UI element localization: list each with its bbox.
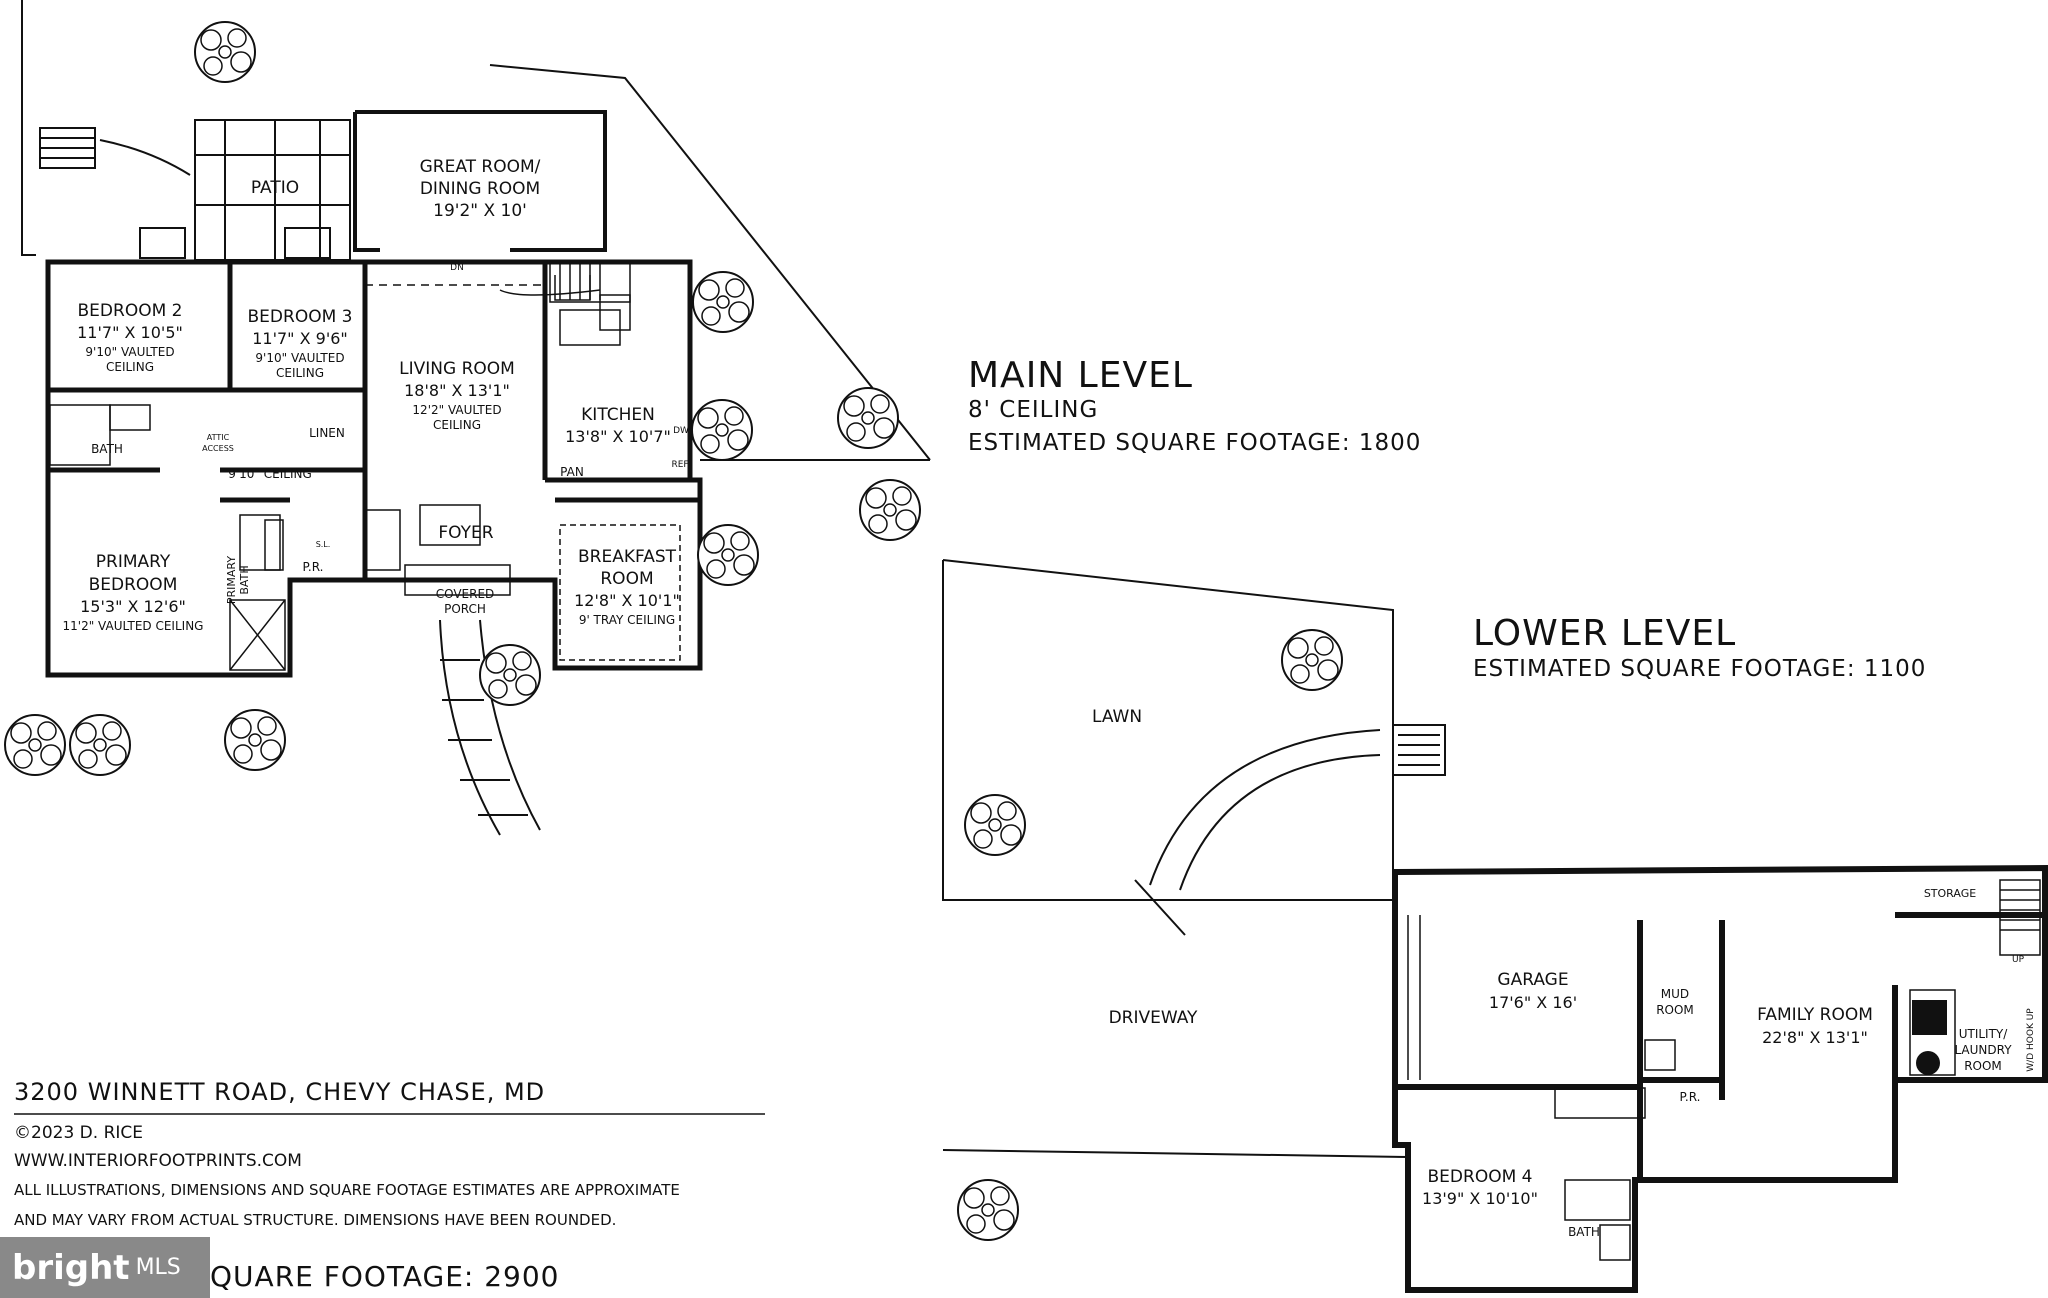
hall-ceiling-label: 9'10" CEILING: [228, 467, 312, 481]
lower-bath-label: BATH: [1568, 1225, 1600, 1239]
website: WWW.INTERIORFOOTPRINTS.COM: [14, 1151, 302, 1171]
curved-steps: [1149, 729, 1381, 891]
main-level-title: MAIN LEVEL: [968, 355, 1193, 396]
great-room-walls: [353, 110, 607, 252]
main-interior-lines: [49, 261, 681, 671]
washer-dryer-unit: [1912, 1000, 1947, 1035]
bath-label: BATH: [91, 442, 123, 456]
main-level-ceiling: 8' CEILING: [968, 397, 1099, 423]
pantry-label: PAN: [560, 465, 584, 479]
lower-interior-lines: [1407, 879, 2041, 1261]
disclaimer-line-2: AND MAY VARY FROM ACTUAL STRUCTURE. DIME…: [14, 1211, 617, 1229]
main-level-square-footage: ESTIMATED SQUARE FOOTAGE: 1800: [968, 430, 1422, 456]
lower-house-walls: [1392, 864, 2048, 1293]
lower-level-title: LOWER LEVEL: [1473, 613, 1737, 654]
copyright: ©2023 D. RICE: [14, 1123, 144, 1143]
lower-level-square-footage: ESTIMATED SQUARE FOOTAGE: 1100: [1473, 656, 1927, 682]
storage-label: STORAGE: [1924, 887, 1976, 900]
main-lot-lines: [21, 0, 931, 461]
bright-mls-watermark: bright MLS: [0, 1237, 210, 1298]
patio-label: PATIO: [251, 178, 299, 198]
water-heater: [1916, 1051, 1940, 1075]
driveway-label: DRIVEWAY: [1109, 1008, 1198, 1028]
linen-label: LINEN: [309, 426, 345, 440]
front-walkway: [439, 619, 541, 836]
foyer-label: FOYER: [438, 523, 493, 543]
lawn-label: LAWN: [1092, 707, 1142, 727]
dishwasher-label: DW: [673, 426, 689, 436]
lower-powder-room-label: P.R.: [1680, 1090, 1701, 1104]
primary-bath-label: PRIMARYBATH: [225, 556, 251, 604]
lower-lot-lines: [942, 559, 1446, 1158]
total-square-footage: QUARE FOOTAGE: 2900: [210, 1260, 560, 1293]
watermark-suffix: MLS: [135, 1255, 181, 1280]
stair-down-label: DN: [450, 263, 464, 273]
stair-up-label: UP: [2012, 955, 2025, 965]
refrigerator-label: REF: [671, 460, 688, 470]
powder-room-label: P.R.: [303, 560, 324, 574]
property-address: 3200 WINNETT ROAD, CHEVY CHASE, MD: [14, 1078, 546, 1106]
patio-area: [39, 119, 351, 261]
skylight-label: S.L.: [316, 540, 331, 549]
watermark-brand: bright: [12, 1247, 130, 1288]
disclaimer-line-1: ALL ILLUSTRATIONS, DIMENSIONS AND SQUARE…: [14, 1181, 680, 1199]
wd-hookup-label: W/D HOOK UP: [2026, 1008, 2036, 1072]
